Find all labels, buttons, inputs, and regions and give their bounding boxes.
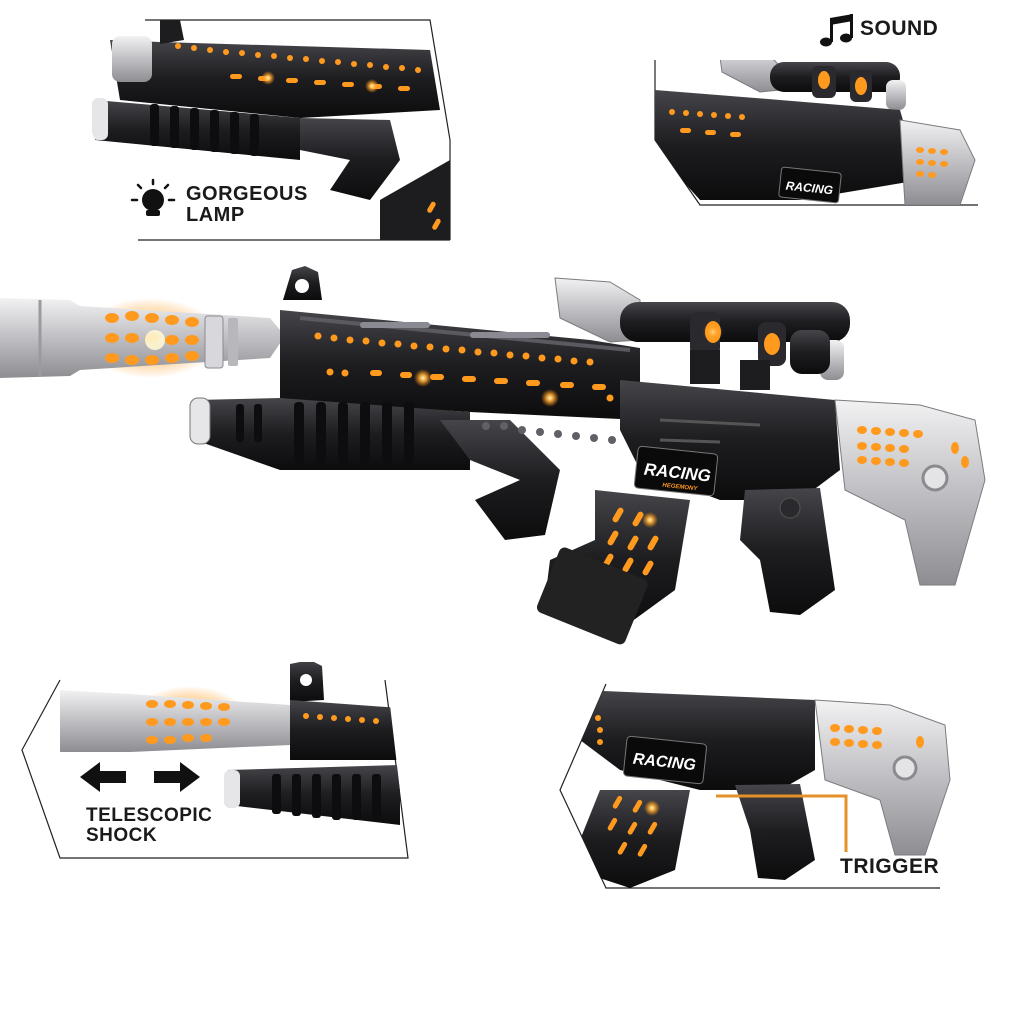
telescopic-shock-label: TELESCOPIC SHOCK bbox=[86, 806, 236, 846]
suppressor-leds bbox=[105, 311, 199, 365]
inset-logo-text: RACING bbox=[785, 179, 834, 198]
bulb-icon bbox=[130, 178, 176, 216]
lamp-label-line1: GORGEOUS bbox=[186, 183, 308, 205]
trigger-pointer-line bbox=[716, 794, 848, 852]
tele-label-line1: TELESCOPIC bbox=[86, 805, 213, 826]
lamp-label-line2: LAMP bbox=[186, 204, 245, 226]
left-right-arrows-icon bbox=[80, 762, 200, 792]
stock-leds bbox=[857, 426, 969, 468]
inset-telescopic bbox=[21, 662, 409, 859]
inset-sound: RACING bbox=[654, 14, 978, 206]
main-rifle: RACING HEGEMONY bbox=[0, 266, 986, 645]
main-suppressor bbox=[0, 298, 285, 378]
inset-trigger-logo-text: RACING bbox=[632, 751, 697, 775]
inset-lamp bbox=[92, 19, 451, 241]
main-scope bbox=[554, 277, 850, 390]
gorgeous-lamp-label: GORGEOUS LAMP bbox=[186, 184, 346, 226]
sound-label: SOUND bbox=[860, 17, 939, 40]
tele-label-line2: SHOCK bbox=[86, 824, 158, 846]
logo-sub-text: HEGEMONY bbox=[662, 483, 698, 493]
main-logo-badge: RACING HEGEMONY bbox=[633, 445, 719, 497]
trigger-label: TRIGGER bbox=[840, 855, 940, 878]
music-note-icon bbox=[820, 14, 853, 47]
inset-trigger: RACING bbox=[559, 683, 951, 889]
